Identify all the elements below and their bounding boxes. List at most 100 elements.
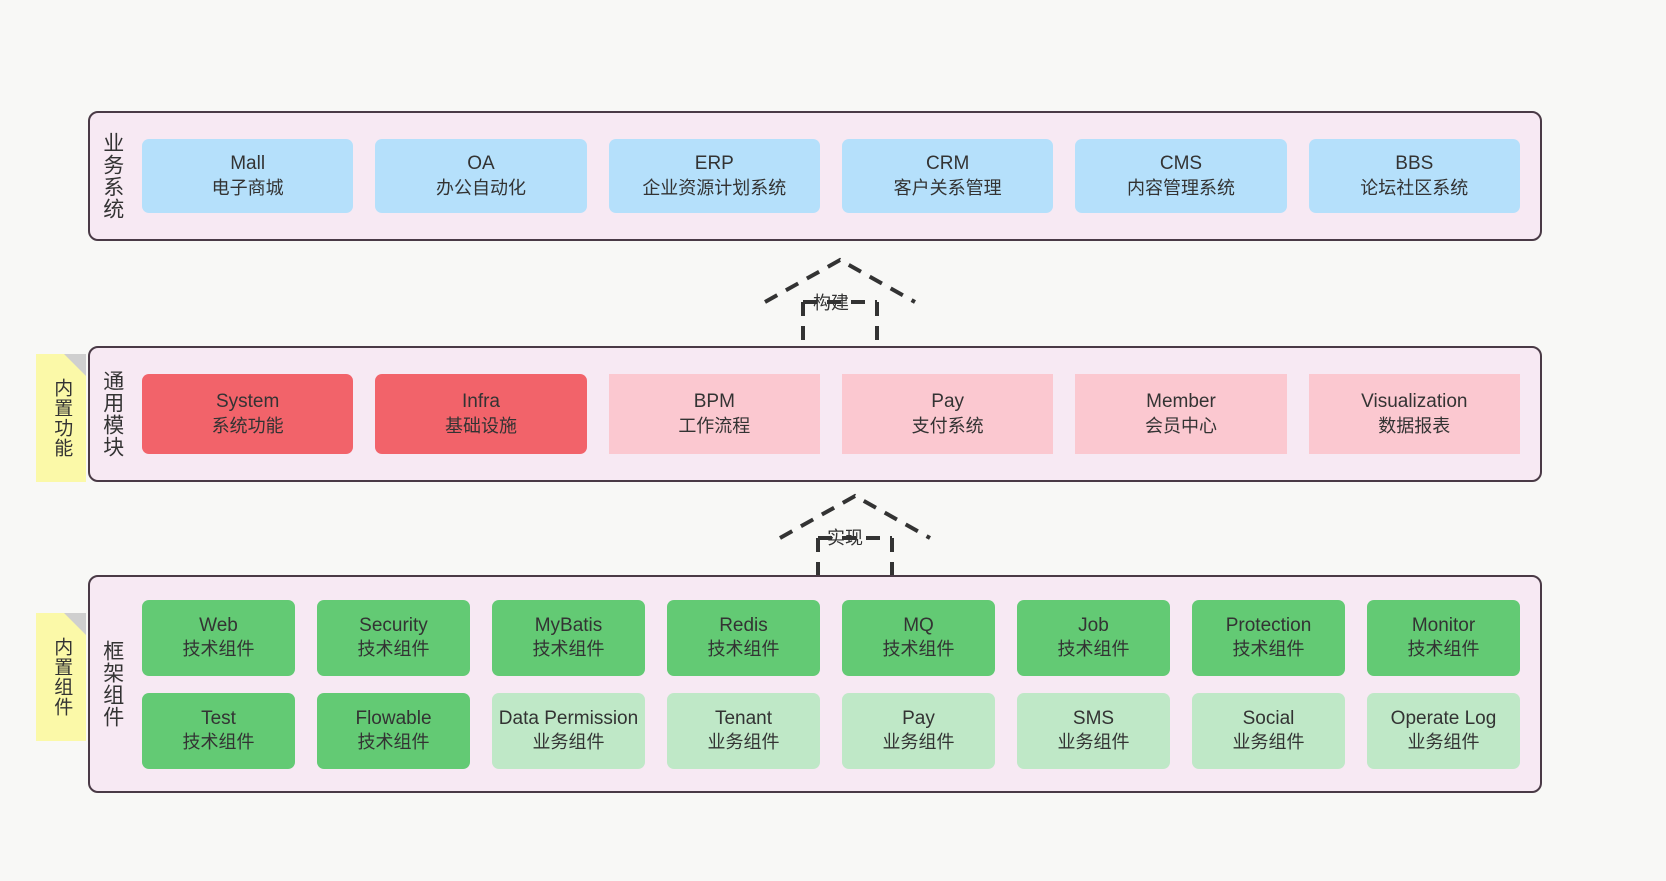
business-node-row: Mall 电子商城 OA 办公自动化 ERP 企业资源计划系统 CRM 客户关系…	[142, 139, 1520, 213]
node-security[interactable]: Security 技术组件	[317, 599, 470, 676]
layer-title-business: 业务系统	[100, 132, 124, 220]
node-operate-log[interactable]: Operate Log 业务组件	[1367, 692, 1520, 769]
layer-body-frame: Web 技术组件 Security 技术组件 MyBatis 技术组件 Redi…	[134, 577, 1540, 791]
node-job-cn: 技术组件	[1057, 639, 1130, 660]
node-cms-en: CMS	[1159, 153, 1203, 175]
node-infra[interactable]: Infra 基础设施	[375, 374, 587, 454]
node-social-cn: 业务组件	[1232, 732, 1305, 753]
layer-body-common: System 系统功能 Infra 基础设施 BPM 工作流程 Pay 支付系统…	[134, 348, 1540, 480]
node-web[interactable]: Web 技术组件	[142, 599, 295, 676]
node-tenant-cn: 业务组件	[707, 732, 780, 753]
frame-tech-node-row: Web 技术组件 Security 技术组件 MyBatis 技术组件 Redi…	[142, 599, 1520, 676]
node-monitor-en: Monitor	[1411, 614, 1476, 636]
node-mall-cn: 电子商城	[211, 177, 284, 198]
node-protection-en: Protection	[1225, 614, 1312, 636]
node-test[interactable]: Test 技术组件	[142, 692, 295, 769]
node-flowable-cn: 技术组件	[357, 732, 430, 753]
node-monitor[interactable]: Monitor 技术组件	[1367, 599, 1520, 676]
node-crm-cn: 客户关系管理	[893, 177, 1002, 198]
node-flowable-en: Flowable	[355, 707, 432, 729]
node-mybatis-en: MyBatis	[534, 614, 603, 636]
node-system-cn: 系统功能	[211, 415, 284, 436]
node-bbs[interactable]: BBS 论坛社区系统	[1308, 139, 1520, 213]
frame-biz-node-row: Test 技术组件 Flowable 技术组件 Data Permission …	[142, 692, 1520, 769]
node-pay-common-en: Pay	[931, 391, 965, 413]
node-mybatis-cn: 技术组件	[532, 639, 605, 660]
node-erp-en: ERP	[694, 153, 734, 175]
node-system[interactable]: System 系统功能	[142, 374, 354, 454]
node-bbs-cn: 论坛社区系统	[1360, 177, 1469, 198]
node-mq[interactable]: MQ 技术组件	[842, 599, 995, 676]
node-test-en: Test	[201, 707, 236, 729]
node-web-en: Web	[199, 614, 238, 636]
node-system-en: System	[215, 391, 280, 413]
node-oa[interactable]: OA 办公自动化	[375, 139, 587, 213]
node-mybatis[interactable]: MyBatis 技术组件	[492, 599, 645, 676]
node-flowable[interactable]: Flowable 技术组件	[317, 692, 470, 769]
node-cms-cn: 内容管理系统	[1126, 177, 1235, 198]
node-redis-cn: 技术组件	[707, 639, 780, 660]
node-redis[interactable]: Redis 技术组件	[667, 599, 820, 676]
node-bpm[interactable]: BPM 工作流程	[608, 374, 820, 454]
node-pay-biz-en: Pay	[902, 707, 935, 729]
node-crm[interactable]: CRM 客户关系管理	[841, 139, 1054, 213]
node-tenant-en: Tenant	[714, 707, 773, 729]
node-pay-common[interactable]: Pay 支付系统	[841, 374, 1054, 454]
node-data-permission-cn: 业务组件	[532, 732, 605, 753]
node-operate-log-cn: 业务组件	[1407, 732, 1480, 753]
node-crm-en: CRM	[926, 153, 970, 175]
node-data-permission[interactable]: Data Permission 业务组件	[492, 692, 645, 769]
node-monitor-cn: 技术组件	[1407, 639, 1480, 660]
node-oa-cn: 办公自动化	[435, 177, 526, 198]
node-cms[interactable]: CMS 内容管理系统	[1075, 139, 1287, 213]
node-infra-en: Infra	[461, 391, 500, 413]
layer-common-module: 通用模块 System 系统功能 Infra 基础设施 BPM 工作流程 Pay	[88, 346, 1542, 482]
node-pay-biz[interactable]: Pay 业务组件	[842, 692, 995, 769]
node-job-en: Job	[1078, 614, 1109, 636]
node-protection[interactable]: Protection 技术组件	[1192, 599, 1345, 676]
node-visualization[interactable]: Visualization 数据报表	[1308, 374, 1520, 454]
node-visualization-en: Visualization	[1361, 391, 1468, 413]
node-mall-en: Mall	[230, 153, 266, 175]
node-test-cn: 技术组件	[182, 732, 255, 753]
layer-framework-component: 框架组件 Web 技术组件 Security 技术组件 MyBatis 技术组件…	[88, 575, 1542, 793]
node-protection-cn: 技术组件	[1232, 639, 1305, 660]
node-mall[interactable]: Mall 电子商城	[142, 139, 354, 213]
node-mq-cn: 技术组件	[882, 639, 955, 660]
connector-build-label: 构建	[813, 293, 849, 313]
sticky-note-builtin-component-label: 内置组件	[51, 637, 73, 717]
node-member[interactable]: Member 会员中心	[1075, 374, 1287, 454]
common-node-row: System 系统功能 Infra 基础设施 BPM 工作流程 Pay 支付系统…	[142, 374, 1520, 454]
sticky-note-builtin-function: 内置功能	[36, 354, 86, 482]
node-bpm-cn: 工作流程	[678, 415, 751, 436]
node-data-permission-en: Data Permission	[498, 707, 639, 729]
connector-implement-label: 实现	[827, 528, 863, 548]
node-sms-cn: 业务组件	[1057, 732, 1130, 753]
layer-title-frame: 框架组件	[100, 640, 124, 728]
layer-title-common: 通用模块	[100, 370, 124, 458]
layer-body-business: Mall 电子商城 OA 办公自动化 ERP 企业资源计划系统 CRM 客户关系…	[134, 113, 1540, 239]
node-job[interactable]: Job 技术组件	[1017, 599, 1170, 676]
node-tenant[interactable]: Tenant 业务组件	[667, 692, 820, 769]
node-social-en: Social	[1242, 707, 1295, 729]
sticky-note-builtin-component: 内置组件	[36, 613, 86, 741]
node-pay-biz-cn: 业务组件	[882, 732, 955, 753]
node-social[interactable]: Social 业务组件	[1192, 692, 1345, 769]
node-member-en: Member	[1146, 391, 1216, 413]
node-mq-en: MQ	[903, 614, 934, 636]
node-erp[interactable]: ERP 企业资源计划系统	[608, 139, 820, 213]
node-security-cn: 技术组件	[357, 639, 430, 660]
layer-business-system: 业务系统 Mall 电子商城 OA 办公自动化 ERP 企业资源计划系统 CRM	[88, 111, 1542, 241]
node-visualization-cn: 数据报表	[1378, 415, 1451, 436]
node-redis-en: Redis	[719, 614, 768, 636]
node-operate-log-en: Operate Log	[1390, 707, 1497, 729]
node-oa-en: OA	[467, 153, 495, 175]
node-bpm-en: BPM	[693, 391, 735, 413]
node-sms-en: SMS	[1072, 707, 1115, 729]
sticky-fold-corner-icon	[64, 354, 86, 376]
node-web-cn: 技术组件	[182, 639, 255, 660]
sticky-fold-corner-icon	[64, 613, 86, 635]
node-sms[interactable]: SMS 业务组件	[1017, 692, 1170, 769]
node-security-en: Security	[359, 614, 428, 636]
node-member-cn: 会员中心	[1144, 415, 1217, 436]
